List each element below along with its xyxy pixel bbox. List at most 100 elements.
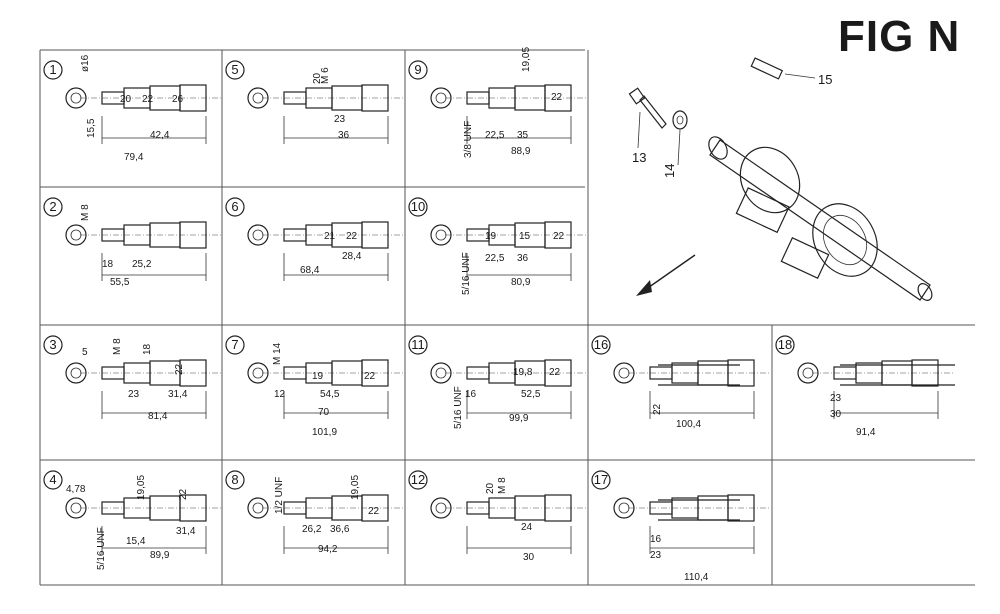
end-view-outer [613,362,635,384]
dimension-label: 25,2 [132,259,152,270]
shaft-segment [544,359,572,387]
dimension-label: 36,6 [330,524,350,535]
dimension-label: 54,5 [320,389,340,400]
dimension-label: M 8 [497,477,508,494]
dimension-label: 19,05 [136,475,147,500]
dimension-label: 16 [465,389,477,400]
end-view-outer [65,362,87,384]
callout-14: 14 [662,164,677,178]
shaft-segment [544,221,572,249]
dimension-label: 15,4 [126,536,146,547]
part-number: 9 [414,62,421,77]
end-view-inner [252,92,264,104]
part-number-circle [775,335,795,355]
callout-15: 15 [818,72,832,87]
dimension-label: 19 [485,231,497,242]
shaft-segment [179,221,207,249]
dimension-label: 31,4 [168,389,188,400]
part-number: 10 [411,199,425,214]
dimension-label: 26,2 [302,524,322,535]
dimension-label: 21 [324,231,336,242]
dimension-label: 16 [650,534,662,545]
dimension-label: 68,4 [300,265,320,276]
dimension-label: 23 [128,389,140,400]
dimension-label: 20 [120,94,132,105]
dimension-label: 22 [346,231,358,242]
dimension-label: 12 [274,389,286,400]
part-number-circle [408,197,428,217]
leader-line [677,129,681,166]
dimension-label: 55,5 [110,277,130,288]
shaft-segment [361,84,389,112]
shaft-end [708,136,728,160]
dimension-label: 23 [830,393,842,404]
dimension-label: 5/16 UNF [453,386,464,429]
dimension-label: 20 [312,72,323,84]
dimension-label: 22 [142,94,154,105]
end-view-outer [247,497,269,519]
end-view-inner [618,502,630,514]
dimension-label: 24 [521,522,533,533]
shaft-segment [727,359,755,387]
dimension-label: 1/2 UNF [274,477,285,514]
end-view-outer [65,497,87,519]
end-view-inner [435,367,447,379]
dimension-label: 3/8 UNF [463,121,474,158]
part-number: 5 [231,62,238,77]
part-number-circle [43,470,63,490]
arrow-head [636,280,652,296]
dimension-label: ø16 [80,54,91,72]
end-view-outer [430,497,452,519]
end-view-inner [252,367,264,379]
gear-outer [812,203,878,277]
dimension-label: 70 [318,407,330,418]
part-number: 8 [231,472,238,487]
dimension-label: 20 [485,482,496,494]
bolt-head [628,87,646,105]
dimension-label: 22 [368,506,380,517]
leader-line [637,111,641,149]
dimension-label: 19,05 [521,47,532,72]
part-number-circle [591,335,611,355]
dimension-label: 91,4 [856,427,876,438]
end-view-inner [435,502,447,514]
dimension-label: 5/16 UNF [461,252,472,295]
dimension-label: 28,4 [342,251,362,262]
dimension-label: 94,2 [318,544,338,555]
shaft-segment [361,494,389,522]
dimension-label: 110,4 [684,572,709,583]
gear-inner [822,214,868,266]
dimension-label: 36 [517,253,529,264]
dimension-label: 19,8 [513,367,533,378]
shaft-segment [179,359,207,387]
end-view-outer [247,87,269,109]
gear-outer [739,146,801,214]
dimension-label: 4,78 [66,484,86,495]
dimension-label: 22 [364,371,376,382]
end-view-outer [65,87,87,109]
shaft-segment [361,221,389,249]
part-number: 12 [411,472,425,487]
dimension-label: 5 [82,347,88,358]
part-number: 4 [49,472,56,487]
part-number-circle [225,335,245,355]
part-number: 16 [594,337,608,352]
end-view-outer [430,362,452,384]
grid-lines [39,49,975,586]
part-number-circle [591,470,611,490]
dimension-label: 80,9 [511,277,531,288]
dimension-label: 19 [312,371,324,382]
shaft-outline [658,499,740,521]
part-number: 18 [778,337,792,352]
end-view-inner [618,367,630,379]
end-view-inner [70,367,82,379]
